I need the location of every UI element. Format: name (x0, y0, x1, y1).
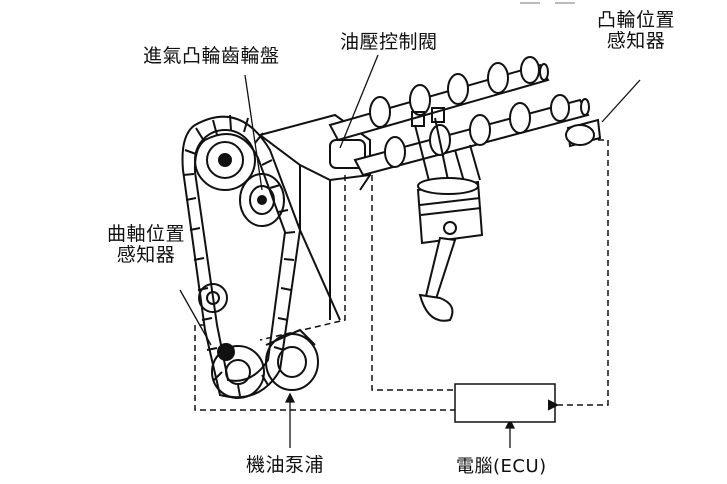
intake-cam-sprocket-label: 進氣凸輪齒輪盤 (143, 45, 280, 67)
idler-pulley (198, 283, 228, 313)
piston-icon (416, 177, 484, 322)
oil-pump-label: 機油泵浦 (246, 454, 325, 476)
camshaft-icon (328, 56, 550, 142)
crank-sensor-label: 曲軸位置 感知器 (100, 224, 192, 266)
crank-pulley (211, 328, 319, 399)
ecu-box-icon (454, 383, 560, 423)
valves (411, 107, 481, 186)
crank-sensor-label-line1: 曲軸位置 (106, 223, 185, 245)
cam-sensor-label-line2: 感知器 (606, 30, 666, 52)
ecu-label: 電腦(ECU) (456, 456, 547, 477)
oil-control-valve-label: 油壓控制閥 (340, 31, 438, 53)
camshaft-lower-icon (353, 94, 590, 177)
cam-sprocket-icon (194, 129, 285, 227)
leader-lines (179, 54, 641, 448)
cam-sensor-label-line1: 凸輪位置 (596, 9, 675, 31)
signal-wires (194, 139, 609, 411)
timing-belt-icon (181, 114, 302, 399)
cam-sensor (565, 118, 602, 148)
crank-sensor-label-line2: 感知器 (116, 244, 176, 266)
cylinder-head (257, 113, 371, 321)
cam-sensor-label: 凸輪位置 感知器 (590, 10, 682, 52)
